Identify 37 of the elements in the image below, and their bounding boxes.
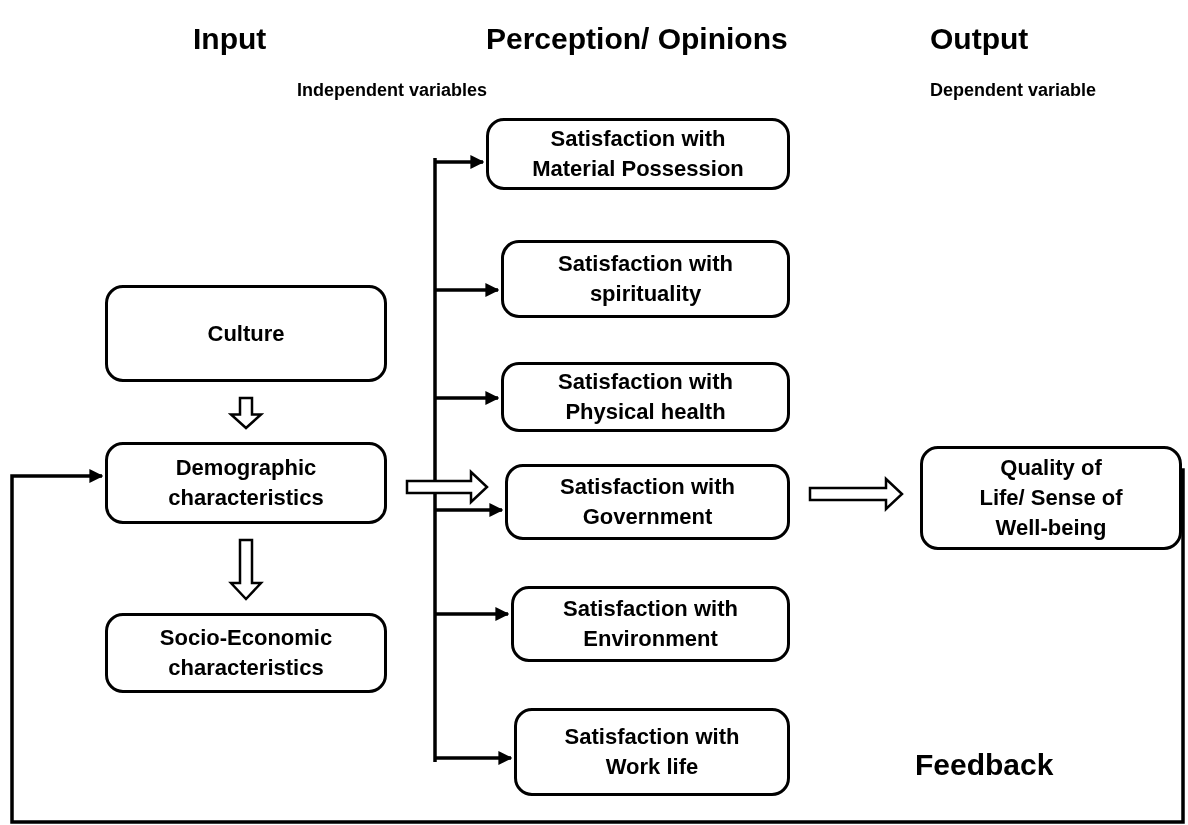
hollow-arrow <box>405 469 489 505</box>
box-text: Satisfaction with Physical health <box>557 368 734 426</box>
rounded-box <box>105 442 387 524</box>
rounded-box <box>505 464 790 540</box>
hollow-arrow <box>808 476 904 512</box>
feedback-label: Feedback <box>915 748 1054 782</box>
column-heading: Input <box>193 22 267 56</box>
box-text: Socio-Economic characteristics <box>158 624 334 682</box>
rounded-box <box>511 586 790 662</box>
feedback-arrow <box>10 468 1185 824</box>
hollow-arrow <box>228 538 264 601</box>
rounded-box <box>514 708 790 796</box>
box-text: Satisfaction with Government <box>559 473 736 531</box>
box-text: Quality of Life/ Sense of Well-being <box>978 454 1124 542</box>
arrow <box>435 607 510 621</box>
box-text: Culture <box>207 319 285 348</box>
box-text: Satisfaction with Work life <box>563 723 741 781</box>
box-text: Satisfaction with Material Possession <box>531 125 745 183</box>
arrow <box>435 503 504 517</box>
box-text: Satisfaction with spirituality <box>557 250 734 308</box>
rounded-box <box>486 118 790 190</box>
rounded-box <box>501 362 790 432</box>
rounded-box <box>501 240 790 318</box>
box-text: Satisfaction with Environment <box>562 595 739 653</box>
arrow <box>435 155 485 169</box>
rounded-box <box>105 613 387 693</box>
arrow <box>435 283 500 297</box>
arrow <box>435 391 500 405</box>
column-heading: Perception/ Opinions <box>486 22 788 56</box>
arrow <box>435 751 513 765</box>
rounded-box <box>920 446 1182 550</box>
rounded-box <box>105 285 387 382</box>
box-text: Demographic characteristics <box>167 454 325 512</box>
variable-caption: Dependent variable <box>930 80 1097 101</box>
variable-caption: Independent variables <box>297 80 488 101</box>
hollow-arrow <box>227 396 265 430</box>
column-heading: Output <box>930 22 1029 56</box>
